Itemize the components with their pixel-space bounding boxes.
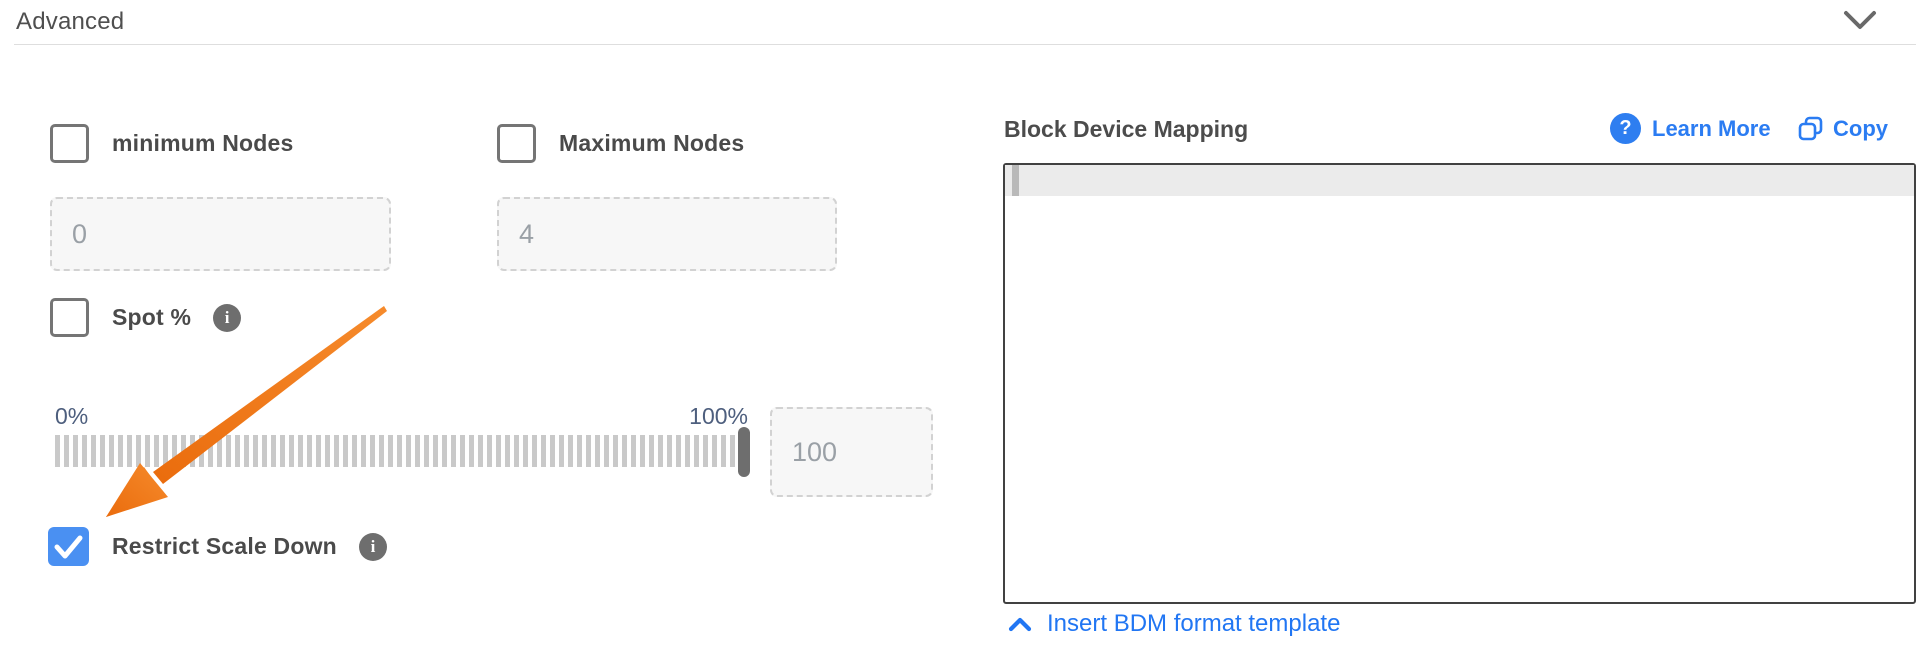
spot-percent-value-input[interactable] (770, 407, 933, 497)
section-title: Advanced (16, 8, 125, 35)
restrict-scale-down-label: Restrict Scale Down (112, 533, 337, 559)
editor-active-line (1005, 165, 1914, 196)
copy-icon (1798, 116, 1823, 141)
minimum-nodes-group: minimum Nodes (50, 124, 294, 163)
maximum-nodes-input[interactable] (497, 197, 837, 271)
block-device-mapping-title: Block Device Mapping (1004, 116, 1249, 142)
learn-more-button[interactable]: ? Learn More (1610, 113, 1771, 144)
minimum-nodes-input[interactable] (50, 197, 391, 271)
slider-max-label: 100% (689, 403, 748, 429)
insert-bdm-template-link[interactable]: Insert BDM format template (1008, 610, 1340, 638)
info-icon[interactable]: i (358, 532, 387, 561)
checkmark-icon (54, 535, 83, 559)
spot-percent-slider-track[interactable] (55, 435, 750, 467)
question-icon: ? (1610, 113, 1641, 144)
maximum-nodes-group: Maximum Nodes (497, 124, 744, 163)
minimum-nodes-checkbox[interactable] (50, 124, 89, 163)
copy-label: Copy (1833, 116, 1888, 141)
copy-button[interactable]: Copy (1798, 116, 1888, 142)
spot-percent-label: Spot % (112, 304, 192, 330)
chevron-down-icon[interactable] (1842, 8, 1878, 34)
spot-percent-group: Spot % i (50, 298, 242, 337)
editor-cursor (1012, 165, 1019, 196)
slider-range-labels: 0% 100% (55, 403, 748, 430)
restrict-scale-down-checkbox[interactable] (48, 527, 89, 566)
maximum-nodes-label: Maximum Nodes (559, 130, 745, 156)
block-device-mapping-editor[interactable] (1003, 163, 1916, 604)
learn-more-label: Learn More (1652, 115, 1771, 141)
insert-bdm-template-label: Insert BDM format template (1047, 610, 1341, 637)
spot-percent-checkbox[interactable] (50, 298, 89, 337)
minimum-nodes-label: minimum Nodes (112, 130, 294, 156)
maximum-nodes-checkbox[interactable] (497, 124, 536, 163)
spot-percent-slider-handle[interactable] (738, 427, 750, 477)
info-icon[interactable]: i (213, 303, 242, 332)
section-divider (14, 44, 1916, 45)
restrict-scale-down-group: Restrict Scale Down i (48, 527, 387, 566)
slider-min-label: 0% (55, 403, 89, 429)
chevron-up-icon (1008, 617, 1032, 631)
